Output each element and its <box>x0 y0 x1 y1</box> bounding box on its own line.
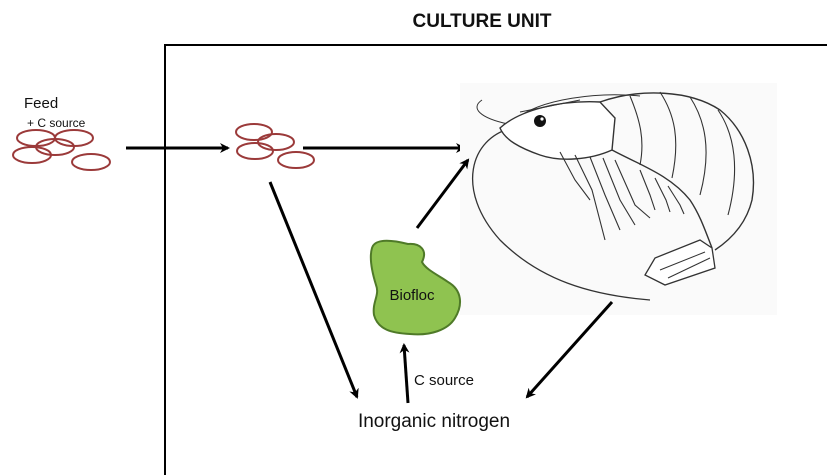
biofloc-label: Biofloc <box>389 287 435 304</box>
arrow-shrimp-to-nitrogen <box>527 302 612 397</box>
arrow-nitrogen-to-biofloc <box>404 345 408 403</box>
inorganic-nitrogen-label: Inorganic nitrogen <box>358 411 510 432</box>
feed-label: Feed <box>24 95 58 112</box>
c-source-label: C source <box>414 372 474 389</box>
pellets-in-unit-icon <box>236 124 314 168</box>
arrow-pellets-to-nitrogen <box>270 182 357 397</box>
shrimp-illustration <box>460 83 777 315</box>
feed-pellets-icon <box>13 130 110 170</box>
feed-c-source-label: + C source <box>27 116 86 130</box>
diagram-title: CULTURE UNIT <box>413 11 552 32</box>
